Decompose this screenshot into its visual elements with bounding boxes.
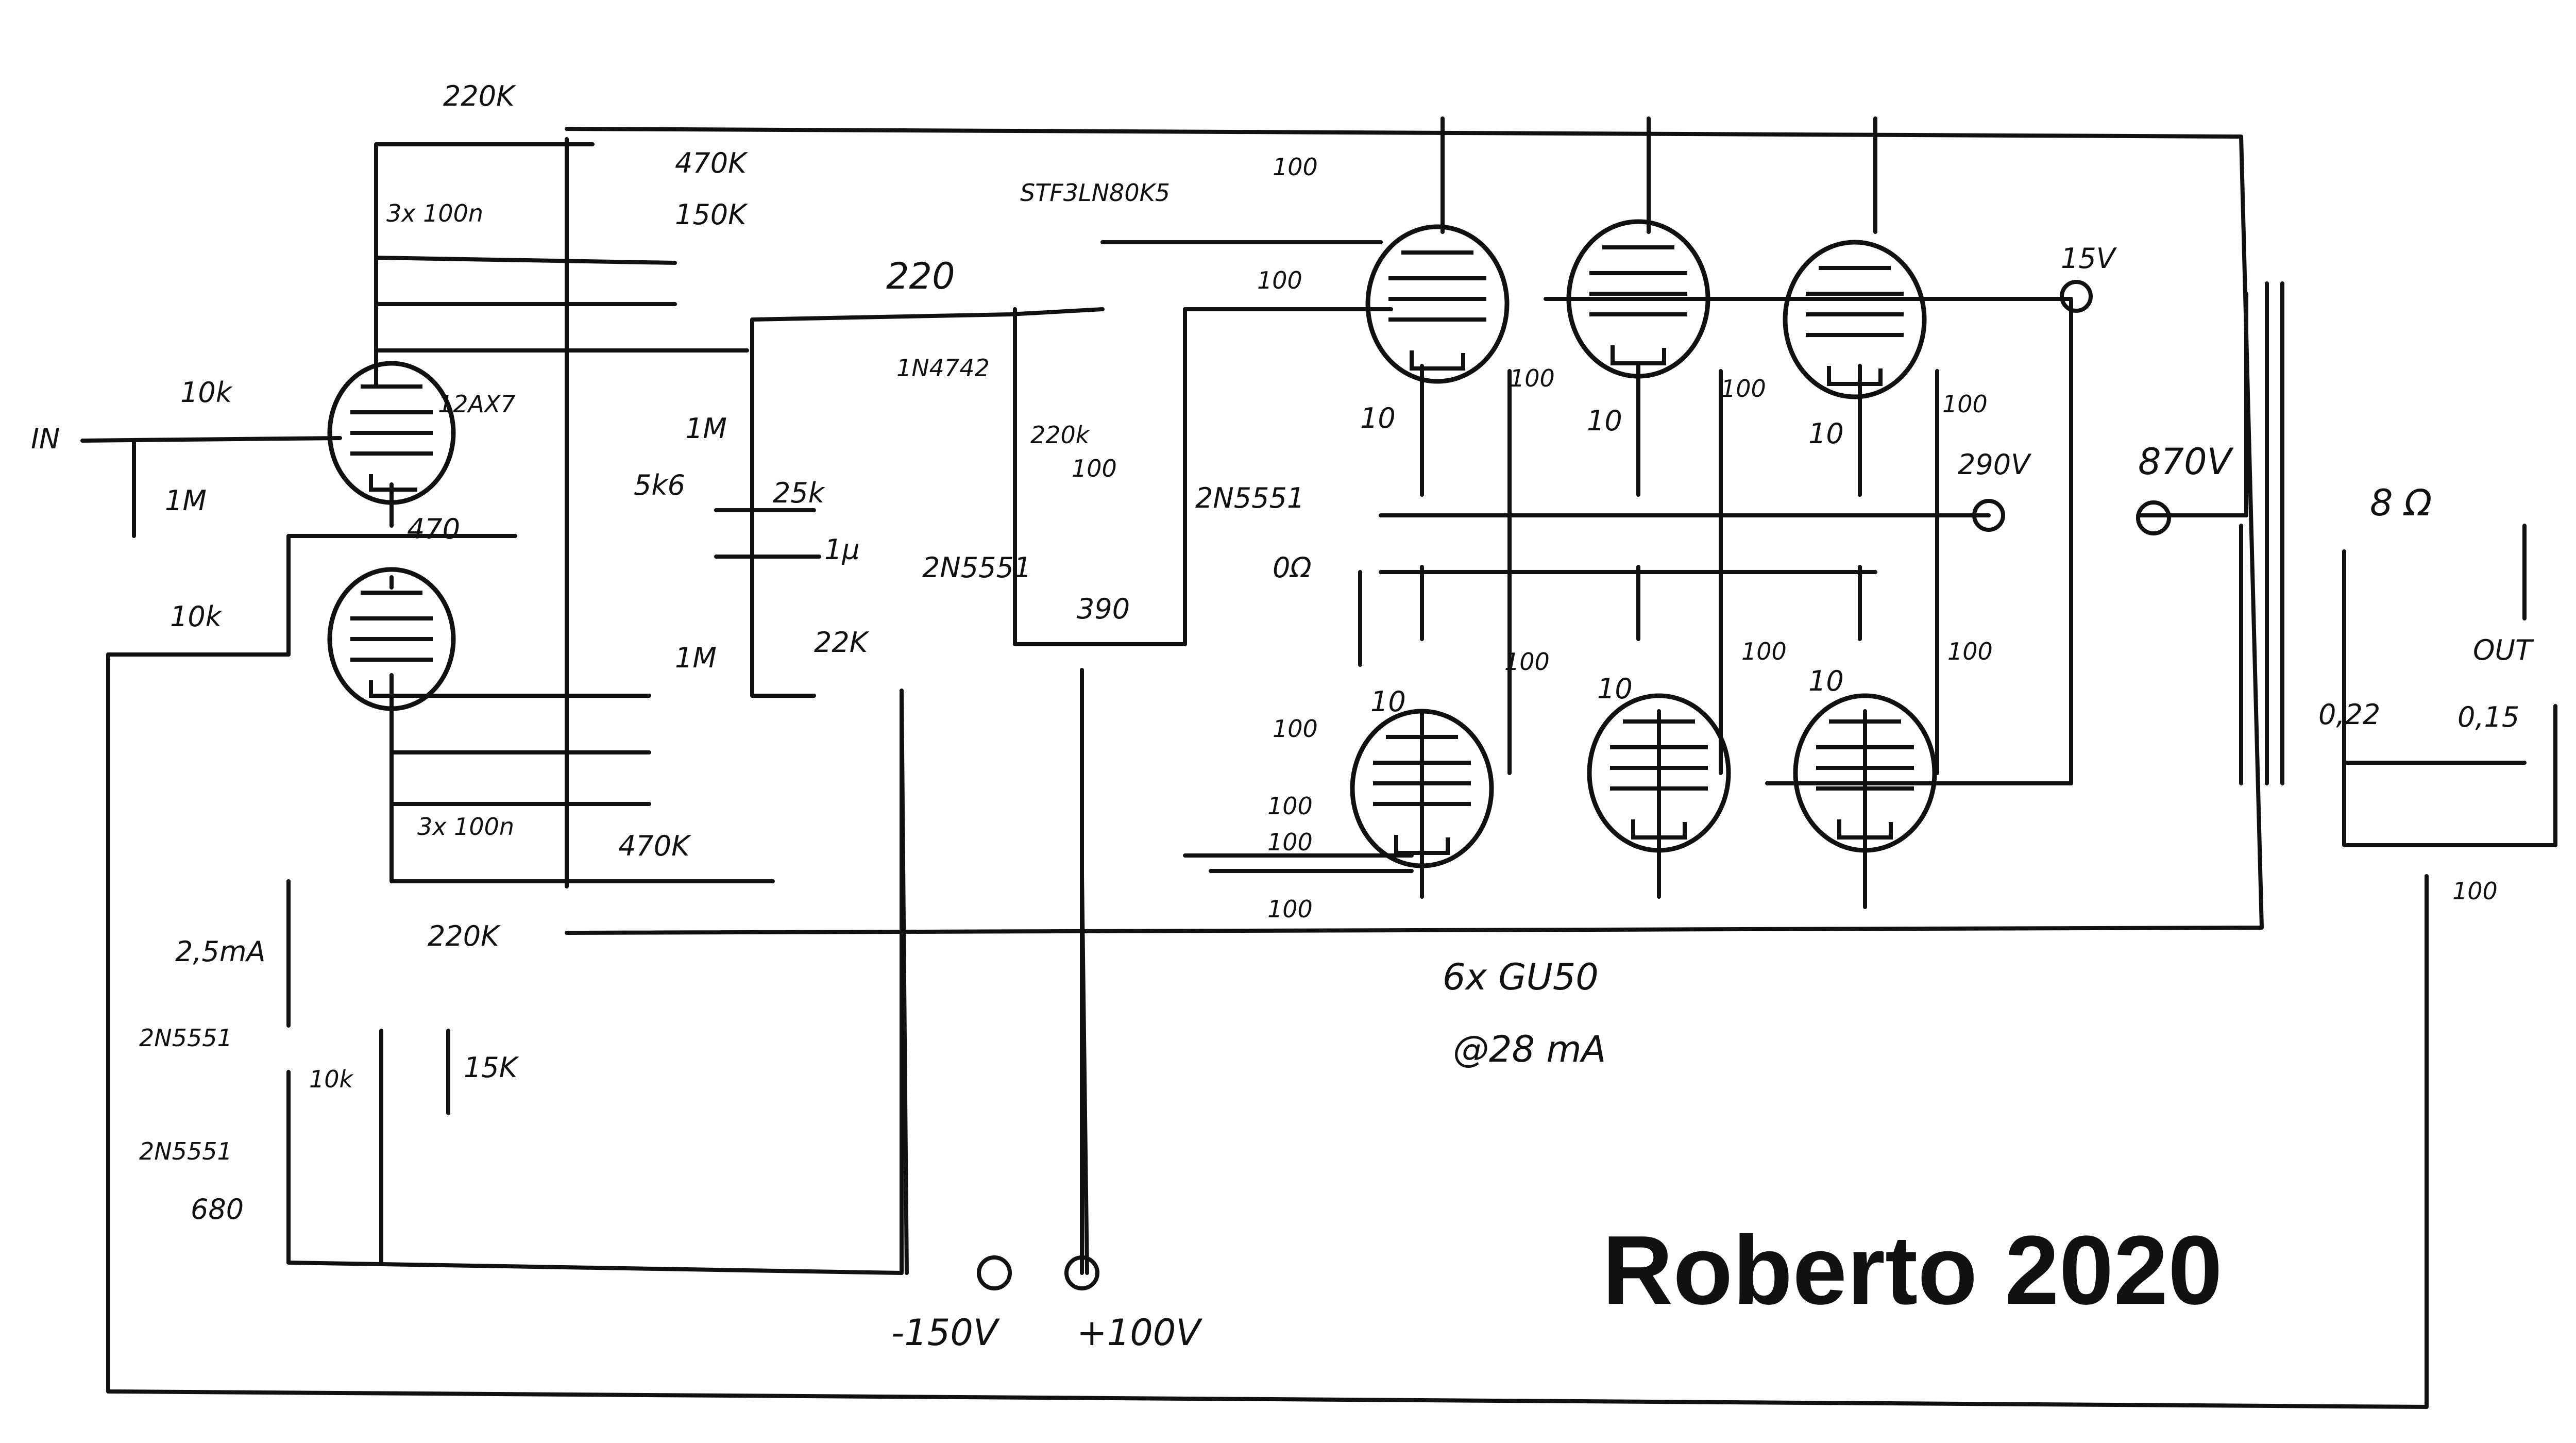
ohms-label: 8 Ω (2370, 482, 2432, 524)
v-870-label: 870V (2138, 441, 2234, 483)
r-100-out-label: 100 (2452, 877, 2498, 905)
r-10-2-label: 10 (1587, 405, 1622, 437)
out-label: OUT (2473, 634, 2534, 666)
q-a-label: 2N5551 (139, 1024, 232, 1052)
tubes-note-2: @28 mA (1453, 1028, 1606, 1070)
v-neg150-label: -150V (891, 1312, 1000, 1354)
r-22k-label: 22K (814, 626, 870, 659)
tube-12ax7-label: 12AX7 (438, 390, 516, 418)
r-100-s2-label: 100 (1721, 375, 1766, 402)
input-label: IN (31, 423, 60, 455)
r-top-470-label: 470K (675, 147, 748, 179)
r-10-5-label: 10 (1597, 673, 1633, 705)
r-bot-220-label: 220K (428, 920, 501, 952)
r-100-g2-label: 100 (1257, 266, 1302, 294)
r-100-g5-label: 100 (1267, 828, 1313, 856)
r-10k-cs-label: 10k (309, 1065, 354, 1093)
r-10-6-label: 10 (1808, 665, 1844, 697)
r-100-s6-label: 100 (1947, 637, 1993, 665)
r-100-b-label: 100 (1072, 455, 1117, 482)
r-1m-a-label: 1M (685, 412, 727, 445)
caps-top-label: 3x 100n (386, 199, 483, 227)
tubes-note-1: 6x GU50 (1443, 956, 1599, 998)
r-in-gnd-label: 1M (165, 484, 207, 517)
r-470-label: 470 (407, 513, 460, 545)
r-100-g4-label: 100 (1267, 792, 1313, 820)
r-015-label: 0,15 (2458, 701, 2519, 733)
r-100-g1-label: 100 (1273, 153, 1318, 181)
r-680-label: 680 (191, 1193, 244, 1226)
r-15k-label: 15K (464, 1051, 519, 1084)
r-in-label: 10k (180, 376, 233, 409)
r-1m-b-label: 1M (675, 642, 717, 674)
r-022-label: 0,22 (2318, 698, 2380, 731)
r-220-label: 220 (886, 255, 955, 297)
zener-label: 1N4742 (896, 354, 990, 382)
r-lower-in-label: 10k (170, 600, 223, 633)
r-100-s1-label: 100 (1510, 364, 1555, 392)
r-10-3-label: 10 (1808, 417, 1844, 450)
r-100-s5-label: 100 (1741, 637, 1787, 665)
current-label: 2,5mA (175, 935, 265, 968)
pot-25k-label: 25k (773, 477, 826, 509)
r-10-4-label: 10 (1370, 685, 1406, 718)
r-100-g6-label: 100 (1267, 895, 1313, 923)
r-100-s3-label: 100 (1942, 390, 1988, 418)
r-220k-b-label: 220k (1030, 421, 1091, 449)
r-150-label: 150K (675, 198, 748, 231)
v-290-label: 290V (1958, 448, 2032, 481)
caps-bot-label: 3x 100n (417, 813, 514, 841)
r-bot-470-label: 470K (618, 830, 691, 862)
q-d-label: 2N5551 (922, 551, 1031, 584)
cap-1u-label: 1µ (824, 533, 860, 566)
r-100-s4-label: 100 (1504, 648, 1550, 676)
v-pos100-label: +100V (1077, 1312, 1202, 1354)
q-c-label: 2N5551 (1195, 482, 1304, 514)
r-100-g3-label: 100 (1273, 715, 1318, 743)
r-10-1-label: 10 (1360, 402, 1396, 434)
r-fb-top-label: 220K (443, 80, 516, 112)
mosfet-label: STF3LN80K5 (1020, 179, 1170, 207)
zero-ohm-label: 0Ω (1273, 551, 1312, 584)
r-5k6-label: 5k6 (634, 469, 685, 501)
r-390-label: 390 (1077, 593, 1130, 625)
signature: Roberto 2020 (1602, 1216, 2223, 1325)
q-b-label: 2N5551 (139, 1137, 232, 1165)
v-15-label: 15V (2061, 242, 2117, 275)
